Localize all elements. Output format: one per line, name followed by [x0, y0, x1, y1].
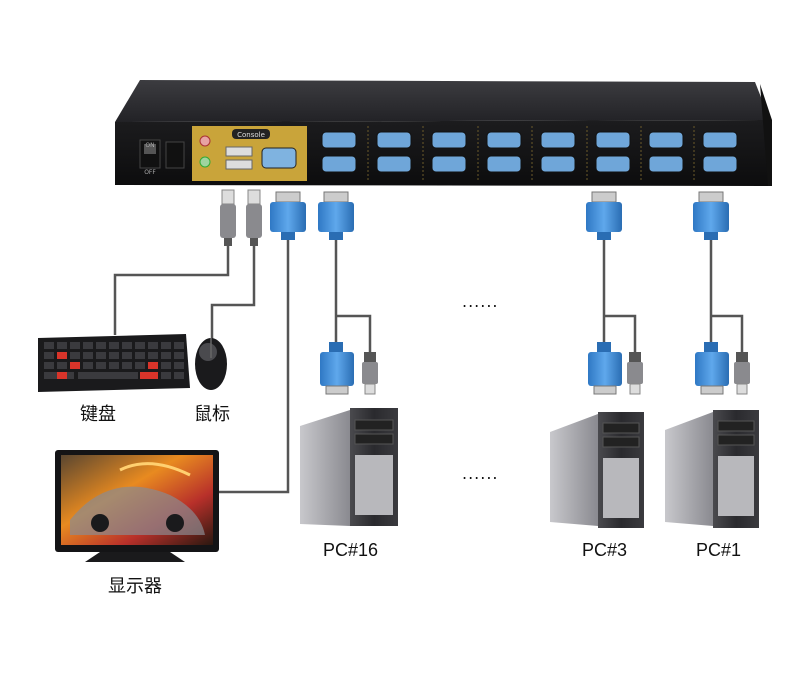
pc16-label: PC#16: [323, 540, 379, 560]
power-on-label: ON: [145, 142, 154, 149]
mouse-icon: [195, 338, 227, 390]
usb-plug-keyboard: [220, 189, 236, 246]
vga-plug-pc3-top: [586, 191, 622, 240]
pc1-tower-icon: [665, 410, 759, 528]
console-vga-port: [261, 147, 297, 169]
pc16-tower-icon: [300, 408, 398, 526]
pc1-label: PC#1: [696, 540, 742, 560]
console-tag: [232, 129, 270, 139]
vga-usb-plug-pc1: [695, 342, 750, 395]
mouse-label: 鼠标: [194, 404, 230, 425]
pc3-tower-icon: [550, 412, 644, 528]
usb-plug-mouse: [246, 189, 262, 246]
vga-usb-plug-pc16: [320, 342, 378, 395]
console-label: Console: [237, 131, 265, 139]
keyboard-icon: [38, 334, 190, 392]
vga-usb-plug-pc3: [588, 342, 643, 395]
cables: [113, 238, 744, 494]
vga-plug-pc16-top: [318, 191, 354, 240]
kvm-switch: [115, 80, 772, 186]
monitor-icon: [55, 450, 219, 562]
monitor-label: 显示器: [108, 576, 162, 597]
ellipsis-top: ......: [462, 292, 499, 311]
mic-jack: [199, 135, 211, 147]
usb-port: [225, 159, 253, 170]
power-jack: [165, 141, 185, 169]
vga-port-grid: [321, 131, 738, 173]
audio-jack: [199, 156, 211, 168]
power-off-label: OFF: [144, 169, 156, 176]
vga-plug-monitor: [270, 191, 306, 240]
usb-port: [225, 146, 253, 157]
keyboard-label: 键盘: [80, 404, 116, 425]
vga-plug-pc1-top: [693, 191, 729, 240]
pc3-label: PC#3: [582, 540, 628, 560]
ellipsis-bottom: ......: [462, 464, 499, 483]
